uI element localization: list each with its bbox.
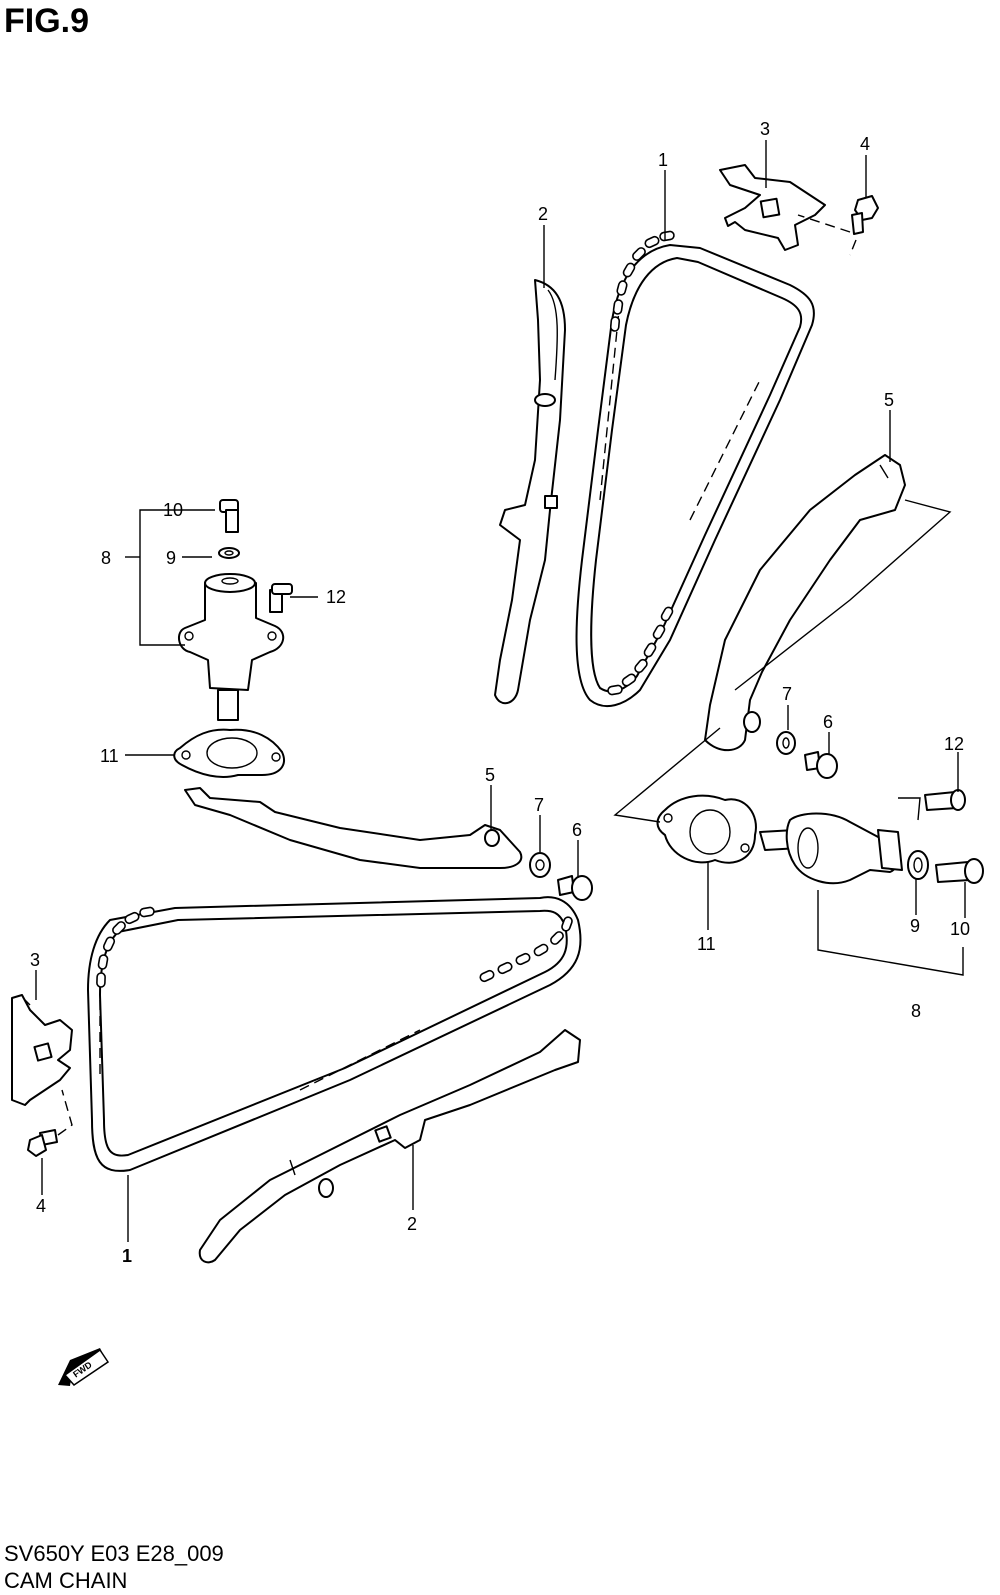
tensioner-gasket-right bbox=[613, 727, 757, 864]
callout-7-lower: 7 bbox=[534, 795, 544, 815]
bolt-right-10 bbox=[935, 858, 984, 884]
callout-6-lower: 6 bbox=[572, 820, 582, 840]
forward-direction-arrow: FWD bbox=[58, 1348, 110, 1386]
bolt-right-12 bbox=[924, 789, 966, 811]
callout-2-lower: 2 bbox=[407, 1214, 417, 1234]
callout-9-left: 9 bbox=[166, 548, 176, 568]
callout-7-upper: 7 bbox=[782, 684, 792, 704]
washer-lower bbox=[529, 852, 551, 878]
guide-bolt-upper bbox=[804, 751, 838, 779]
cam-chain-upper bbox=[575, 230, 815, 708]
tensioner-guide-upper bbox=[704, 454, 952, 752]
callout-leaders bbox=[35, 140, 966, 1242]
callout-3-lower: 3 bbox=[30, 950, 40, 970]
callout-12-right: 12 bbox=[944, 734, 964, 754]
tensioner-guide-lower bbox=[184, 787, 523, 869]
callout-5-upper: 5 bbox=[884, 390, 894, 410]
callout-5-lower: 5 bbox=[485, 765, 495, 785]
chain-guide-plate-lower bbox=[11, 994, 73, 1106]
callout-10-left: 10 bbox=[163, 500, 183, 520]
diagram-name: CAM CHAIN bbox=[4, 1568, 128, 1593]
callout-9-right: 9 bbox=[910, 916, 920, 936]
callout-6-upper: 6 bbox=[823, 712, 833, 732]
callout-11-right: 11 bbox=[697, 934, 716, 954]
figure-title: FIG.9 bbox=[4, 2, 90, 40]
bolt-upper bbox=[797, 195, 879, 256]
bolt-lower bbox=[27, 1089, 73, 1157]
cam-chain-guide-upper bbox=[494, 279, 566, 705]
chain-guide-plate-upper bbox=[719, 164, 826, 251]
callout-2-upper: 2 bbox=[538, 204, 548, 224]
callout-4-lower: 4 bbox=[36, 1196, 46, 1216]
cam-chain-lower bbox=[87, 896, 582, 1172]
callout-4-upper: 4 bbox=[860, 134, 870, 154]
callout-3-upper: 3 bbox=[760, 119, 770, 139]
callout-10-right: 10 bbox=[950, 919, 970, 939]
callout-8-left: 8 bbox=[101, 548, 111, 568]
guide-bolt-lower bbox=[557, 875, 593, 901]
callout-8-right: 8 bbox=[911, 1001, 921, 1021]
callout-numbers: 1 2 3 4 5 6 7 12 11 9 10 8 10 8 9 12 11 … bbox=[30, 119, 970, 1266]
washer-right bbox=[907, 850, 929, 880]
tensioner-gasket-left bbox=[125, 728, 285, 778]
callout-12-left: 12 bbox=[326, 587, 346, 607]
callout-1-upper: 1 bbox=[658, 150, 668, 170]
washer-upper bbox=[776, 731, 796, 755]
chain-tensioner-right bbox=[759, 797, 921, 885]
cam-chain-guide-lower bbox=[198, 1029, 581, 1264]
diagram-code: SV650Y E03 E28_009 bbox=[4, 1541, 224, 1566]
callout-1-lower: 1 bbox=[122, 1246, 132, 1266]
callout-11-left: 11 bbox=[100, 746, 119, 766]
chain-tensioner-left bbox=[178, 499, 293, 721]
